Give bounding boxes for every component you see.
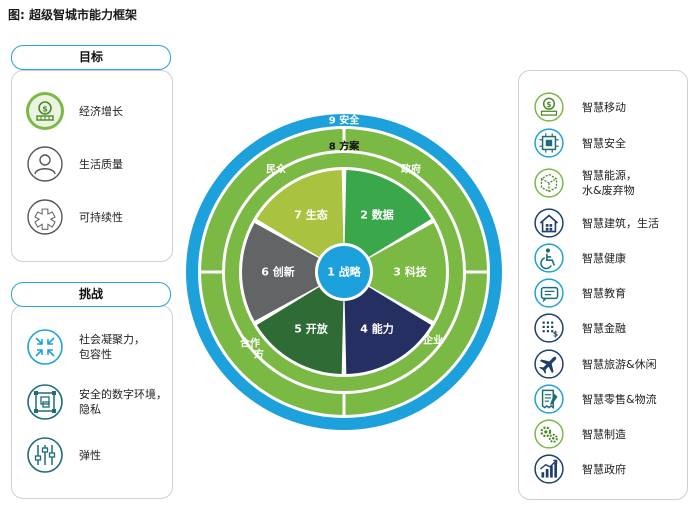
challenge-social-cohesion: 社会凝聚力， 包容性 [26,328,145,366]
goal-economic-growth: $ 经济增长 [26,92,123,130]
segment-technology-label: 3 科技 [393,265,427,279]
goals-title: 目标 [11,45,171,70]
domain-item: 智慧政府 [534,454,626,484]
domain-label: 智慧建筑，生活 [582,216,659,230]
figure-title: 图: 超级智城市能力框架 [8,8,137,22]
stakeholder-enterprise-label: 企业 [422,334,443,347]
domain-item: $ 智慧金融 [534,313,626,343]
finance-icon: $ [534,313,564,343]
segment-ecosystem-label: 7 生态 [294,207,327,221]
svg-text:$: $ [42,105,48,114]
stakeholder-partners-label-2: 方 [254,348,264,361]
svg-text:$: $ [553,330,558,339]
chip-icon [534,128,564,158]
segment-capability [344,286,432,374]
challenge-label-line2: 隐私 [79,403,101,416]
domain-item: 智慧安全 [534,128,626,158]
medical-cross-icon [26,198,64,236]
sliders-icon [26,436,64,474]
domain-label: 智慧安全 [582,136,626,150]
receipt-icon [534,384,564,414]
growth-chart-icon [534,454,564,484]
stakeholder-partners-label: 合作 [239,337,260,350]
stakeholder-government-label: 政府 [401,163,421,176]
segment-openness-label: 5 开放 [294,322,328,336]
challenge-digital-security: 安全的数字环境， 隐私 [26,383,167,421]
chat-icon [534,278,564,308]
domain-item: 智慧建筑，生活 [534,208,659,238]
person-icon [26,145,64,183]
segment-data [344,170,432,258]
arrows-inward-icon [26,328,64,366]
domain-label: 智慧零售&物流 [582,392,657,406]
domain-item: 智慧零售&物流 [534,384,657,414]
accessibility-icon [534,243,564,273]
airplane-icon [534,349,564,379]
domain-label-line2: 水&废弃物 [582,184,635,197]
center-circle [318,246,370,298]
svg-text:$: $ [546,100,551,109]
domain-label: 智慧能源， [582,169,637,182]
segment-data-label: 2 数据 [360,207,393,221]
challenge-label-line2: 包容性 [79,348,112,361]
goal-label: 经济增长 [79,104,123,118]
domain-label: 智慧政府 [582,462,626,476]
segment-openness [256,286,344,374]
goal-sustainability: 可持续性 [26,198,123,236]
challenge-label-line1: 弹性 [79,448,101,462]
domain-label: 智慧教育 [582,286,626,300]
gears-icon [534,419,564,449]
goal-label: 可持续性 [79,210,123,224]
challenge-label-line1: 社会凝聚力， [79,333,145,346]
secure-window-icon [26,383,64,421]
challenge-label-line1: 安全的数字环境， [79,388,167,401]
segment-innovation-label: 6 创新 [261,265,294,279]
security-ring-label: 9 安全 [329,114,360,127]
goal-quality-of-life: 生活质量 [26,145,123,183]
domain-item: 智慧教育 [534,278,626,308]
center-label: 1 战略 [327,265,361,279]
domain-item: 智慧制造 [534,419,626,449]
domain-label: 智慧制造 [582,427,626,441]
segment-technology [368,223,446,321]
stakeholder-citizens-label: 民众 [266,163,287,176]
coins-icon: $ [26,92,64,130]
segment-innovation [242,223,320,321]
domain-label: 智慧金融 [582,321,626,335]
domain-label: 智慧旅游&休闲 [582,357,657,371]
domain-item: 智慧健康 [534,243,626,273]
domain-label: 智慧健康 [582,251,626,265]
domain-label: 智慧移动 [582,100,626,114]
domain-item: 智慧旅游&休闲 [534,349,657,379]
domain-item: 智慧能源， 水&废弃物 [534,168,637,198]
challenges-title: 挑战 [11,282,171,307]
cube-icon [534,168,564,198]
goal-label: 生活质量 [79,157,123,171]
challenge-resilience: 弹性 [26,436,101,474]
segment-ecosystem [256,170,344,258]
segment-capability-label: 4 能力 [360,322,393,336]
plan-band-label: 8 方案 [329,140,360,153]
coins-icon: $ [534,92,564,122]
house-icon [534,208,564,238]
domain-item: $ 智慧移动 [534,92,626,122]
